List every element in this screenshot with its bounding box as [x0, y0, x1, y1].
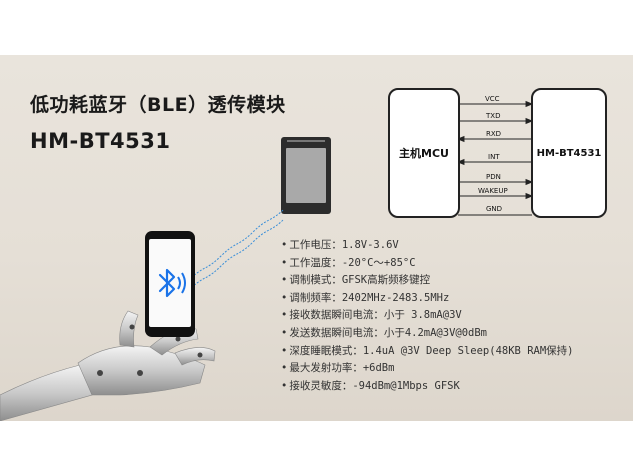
spec-item: 工作温度：-20°C～+85°C [281, 255, 573, 273]
signal-waves-icon [188, 209, 284, 291]
smartphone-image [145, 231, 195, 337]
bt-module-block: HM-BT4531 [531, 88, 607, 218]
model-name: HM-BT4531 [30, 129, 171, 153]
spec-item: 接收数据瞬间电流：小于 3.8mA@3V [281, 307, 573, 325]
host-mcu-block: 主机MCU [388, 88, 460, 218]
pin-label-gnd: GND [486, 205, 503, 213]
spec-item: 深度睡眠模式：1.4uA @3V Deep Sleep(48KB RAM保持) [281, 343, 573, 361]
spec-item: 调制频率：2402MHz-2483.5MHz [281, 290, 573, 308]
spec-item: 工作电压：1.8V-3.6V [281, 237, 573, 255]
pin-label-pdn: PDN [486, 173, 501, 181]
pin-label-int: INT [488, 153, 500, 161]
spec-item: 接收灵敏度：-94dBm@1Mbps GFSK [281, 378, 573, 396]
phone-screen [149, 239, 191, 327]
spec-item: 发送数据瞬间电流：小于4.2mA@3V@0dBm [281, 325, 573, 343]
pin-label-wakeup: WAKEUP [478, 187, 508, 195]
robot-hand-image [0, 310, 216, 421]
ble-module-image [281, 137, 331, 214]
pin-wires [458, 100, 532, 216]
module-shield [286, 148, 326, 203]
product-slide: 低功耗蓝牙（BLE）透传模块 HM-BT4531 主机MCU HM-BT4531… [0, 55, 633, 421]
spec-item: 调制模式：GFSK高斯频移键控 [281, 272, 573, 290]
spec-item: 最大发射功率：+6dBm [281, 360, 573, 378]
pin-label-txd: TXD [486, 112, 501, 120]
pin-label-rxd: RXD [486, 130, 502, 138]
slide-title: 低功耗蓝牙（BLE）透传模块 [30, 94, 286, 116]
host-mcu-label: 主机MCU [399, 147, 449, 160]
bluetooth-icon [158, 268, 186, 298]
bt-module-label: HM-BT4531 [536, 147, 602, 159]
pin-label-vcc: VCC [485, 95, 500, 103]
spec-list: 工作电压：1.8V-3.6V 工作温度：-20°C～+85°C 调制模式：GFS… [281, 237, 573, 395]
